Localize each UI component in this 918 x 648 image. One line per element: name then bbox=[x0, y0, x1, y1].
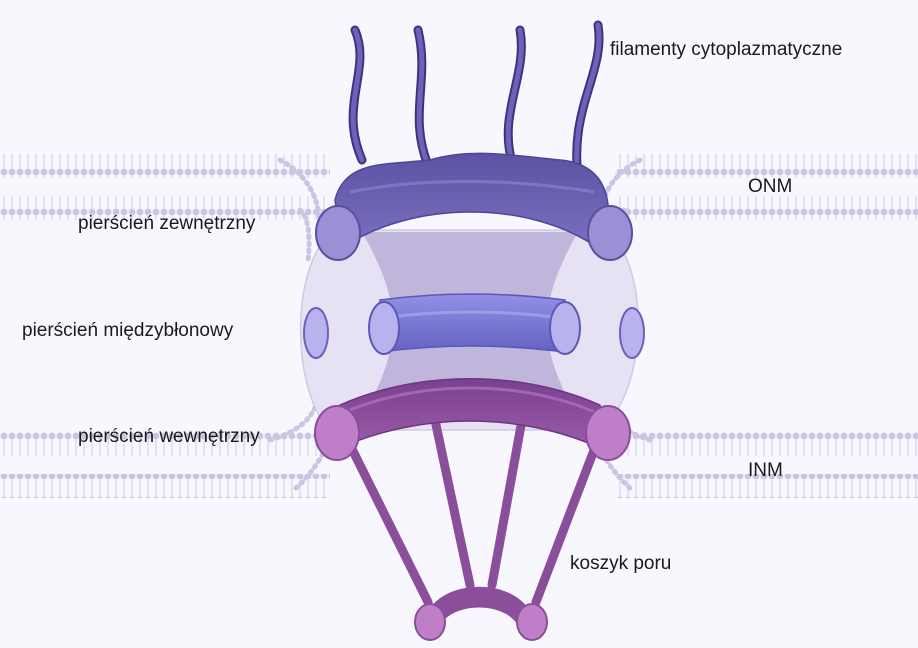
basket-strut bbox=[435, 420, 470, 585]
label-outer-ring: pierścień zewnętrzny bbox=[78, 214, 255, 233]
label-cytoplasmic-filaments: filamenty cytoplazmatyczne bbox=[610, 40, 842, 59]
inner-ring-node-right bbox=[586, 406, 630, 460]
outer-ring-node-right bbox=[588, 206, 632, 260]
label-inm: INM bbox=[748, 461, 783, 480]
onm-right-lower-leaflet bbox=[615, 196, 918, 220]
label-intermembrane-ring: pierścień międzybłonowy bbox=[22, 321, 233, 340]
label-onm: ONM bbox=[748, 177, 792, 196]
mid-ring-node bbox=[369, 302, 399, 354]
label-inner-ring: pierścień wewnętrzny bbox=[78, 427, 260, 446]
outer-ring-node-left bbox=[316, 206, 360, 260]
inm-right-upper-leaflet bbox=[615, 432, 918, 456]
luminal-node-right bbox=[620, 308, 644, 358]
inm-left-lower-leaflet bbox=[0, 474, 330, 498]
basket-strut bbox=[492, 420, 522, 585]
pore-basket bbox=[350, 420, 596, 602]
basket-strut bbox=[350, 445, 428, 602]
luminal-node-left bbox=[304, 308, 328, 358]
mid-ring-node bbox=[550, 302, 580, 354]
onm-right-upper-leaflet bbox=[615, 154, 918, 178]
basket-ring-node bbox=[415, 604, 445, 640]
basket-strut bbox=[536, 445, 596, 602]
basket-ring-node bbox=[517, 604, 547, 640]
inner-ring-node-left bbox=[315, 406, 359, 460]
label-basket: koszyk poru bbox=[570, 554, 671, 573]
basket-ring bbox=[415, 587, 547, 640]
filament bbox=[353, 30, 362, 160]
